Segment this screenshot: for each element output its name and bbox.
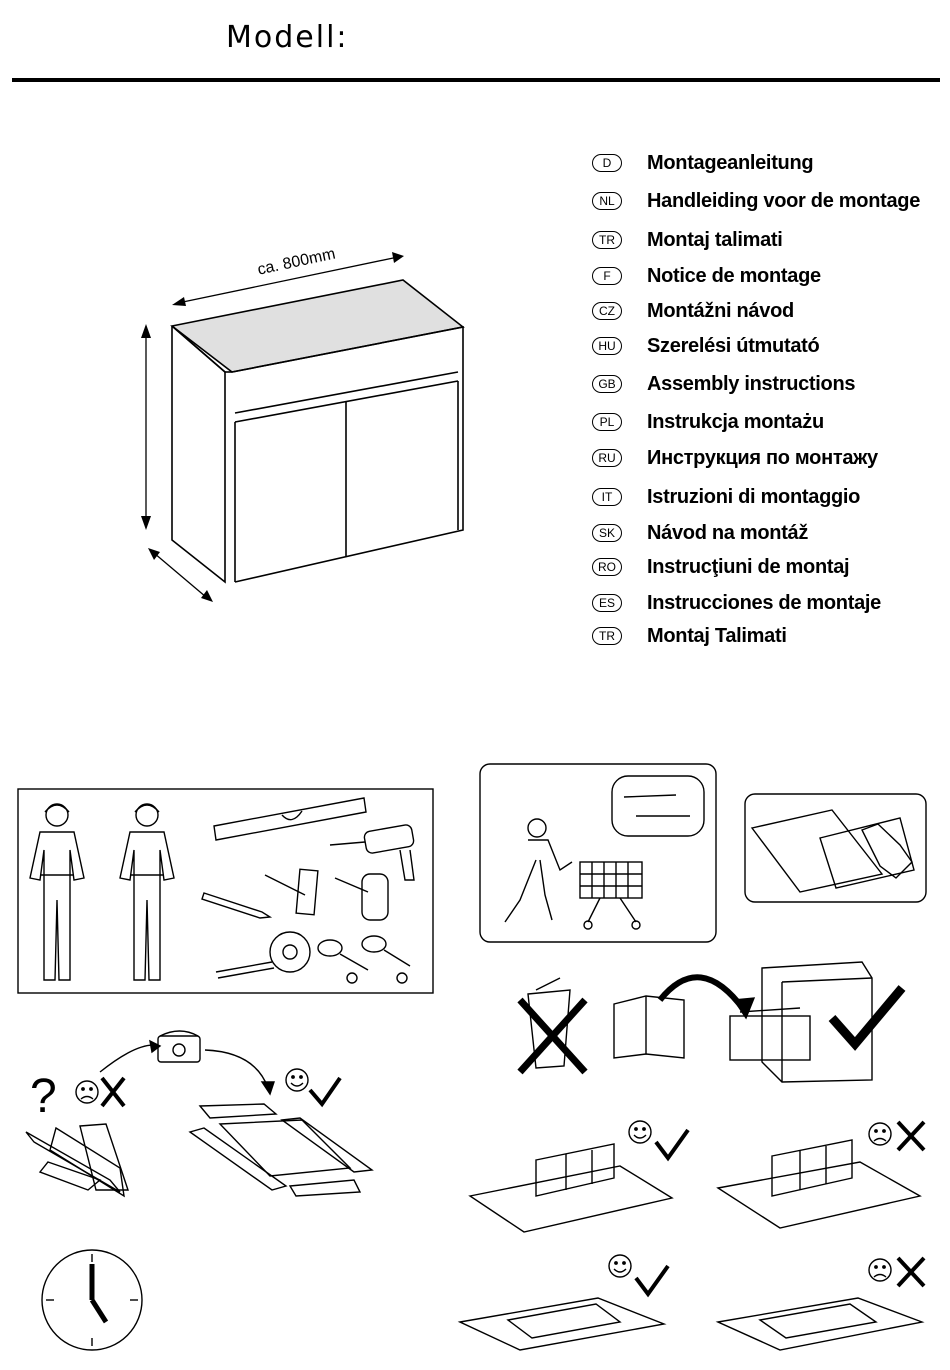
lang-title: Instrukcja montażu	[647, 410, 824, 433]
lang-code-badge: ES	[592, 594, 622, 612]
lang-title: Handleiding voor de montage	[647, 189, 921, 212]
lang-title: Инструкция по монтажу	[647, 446, 878, 469]
lang-title: Istruzioni di montaggio	[647, 485, 861, 508]
lang-title: Montaj Talimati	[647, 624, 787, 647]
lang-code-badge: F	[592, 267, 622, 285]
lang-title: Návod na montáž	[647, 521, 809, 544]
lang-title: Montážni návod	[647, 299, 794, 322]
lang-code-badge: NL	[592, 192, 622, 210]
language-item: NL Handleiding voor de montage	[592, 186, 920, 216]
language-item: TR Montaj talimati	[592, 225, 783, 255]
hardware-store-panel	[479, 763, 717, 943]
happy-face-icon	[285, 1068, 309, 1092]
lang-title: Instrucciones de montaje	[647, 591, 881, 614]
language-item: GB Assembly instructions	[592, 369, 856, 399]
happy-face-icon	[628, 1120, 652, 1144]
arrow-curve-icon	[657, 974, 747, 1012]
clock-icon	[41, 1249, 143, 1351]
cross-icon	[517, 997, 588, 1075]
telephone-icon	[157, 1030, 201, 1063]
instruction-booklet-icon	[613, 995, 685, 1059]
messy-boards-icon	[25, 1123, 129, 1198]
sad-face-icon	[868, 1122, 892, 1146]
header-rule	[12, 78, 940, 82]
lang-code-badge: D	[592, 154, 622, 172]
lang-code-badge: RU	[592, 449, 622, 467]
lang-code-badge: HU	[592, 337, 622, 355]
phillips-screwdriver-icon	[317, 939, 369, 984]
checkmark-icon	[654, 1128, 690, 1162]
checkmark-icon	[828, 985, 906, 1051]
lang-title: Szerelési útmutató	[647, 334, 820, 357]
lang-code-badge: TR	[592, 231, 622, 249]
cross-icon	[100, 1076, 126, 1108]
soft-surface-assembly-icon	[468, 1143, 674, 1233]
sad-face-icon	[75, 1080, 99, 1104]
lang-code-badge: TR	[592, 627, 622, 645]
hard-floor-panel-icon	[715, 1297, 925, 1351]
language-item: RO Instrucţiuni de montaj	[592, 552, 850, 582]
tools-panel	[17, 788, 434, 994]
language-item: TR Montaj Talimati	[592, 621, 787, 651]
lang-title: Assembly instructions	[647, 372, 856, 395]
model-title: Modell:	[226, 20, 349, 55]
shopper-icon	[504, 818, 573, 923]
hammer-icon	[264, 868, 319, 916]
language-item: CZ Montážni návod	[592, 296, 794, 326]
cross-icon	[896, 1120, 926, 1152]
question-mark-icon: ?	[30, 1070, 57, 1123]
lang-title: Instrucţiuni de montaj	[647, 555, 850, 578]
checkmark-icon	[634, 1264, 670, 1298]
mallet-icon	[334, 873, 389, 921]
cross-icon	[896, 1256, 926, 1288]
language-item: F Notice de montage	[592, 261, 821, 291]
lang-code-badge: IT	[592, 488, 622, 506]
language-item: HU Szerelési útmutató	[592, 331, 820, 361]
trash-bin-icon	[527, 977, 571, 1069]
lang-title: Montaj talimati	[647, 228, 783, 251]
checkmark-icon	[308, 1076, 342, 1108]
drill-icon	[329, 824, 415, 881]
pencil-icon	[201, 892, 273, 919]
filing-cabinet-icon	[729, 961, 873, 1083]
happy-face-icon	[608, 1254, 632, 1278]
language-item: RU Инструкция по монтажу	[592, 443, 878, 473]
worker-icon	[119, 803, 175, 981]
soft-surface-panel-icon	[457, 1297, 667, 1351]
glove-icon	[861, 823, 913, 879]
lang-code-badge: RO	[592, 558, 622, 576]
lang-code-badge: GB	[592, 375, 622, 393]
lang-code-badge: CZ	[592, 302, 622, 320]
shopping-cart-icon	[579, 861, 643, 930]
sorted-boards-icon	[188, 1103, 374, 1197]
gloves-panel	[744, 793, 927, 903]
lang-title: Notice de montage	[647, 264, 821, 287]
screw-dowel-bubble	[611, 775, 705, 837]
tape-measure-icon	[215, 931, 311, 979]
lang-code-badge: PL	[592, 413, 622, 431]
worker-icon	[29, 803, 85, 981]
lang-title: Montageanleitung	[647, 151, 814, 174]
sad-face-icon	[868, 1258, 892, 1282]
flat-screwdriver-icon	[361, 935, 411, 984]
lang-code-badge: SK	[592, 524, 622, 542]
language-item: D Montageanleitung	[592, 148, 814, 178]
language-item: SK Návod na montáž	[592, 518, 808, 548]
language-item: PL Instrukcja montażu	[592, 407, 824, 437]
arrow-curve-icon	[204, 1049, 269, 1089]
language-item: ES Instrucciones de montaje	[592, 588, 881, 618]
spirit-level-icon	[213, 797, 367, 841]
language-item: IT Istruzioni di montaggio	[592, 482, 860, 512]
hard-floor-assembly-icon	[716, 1139, 922, 1229]
